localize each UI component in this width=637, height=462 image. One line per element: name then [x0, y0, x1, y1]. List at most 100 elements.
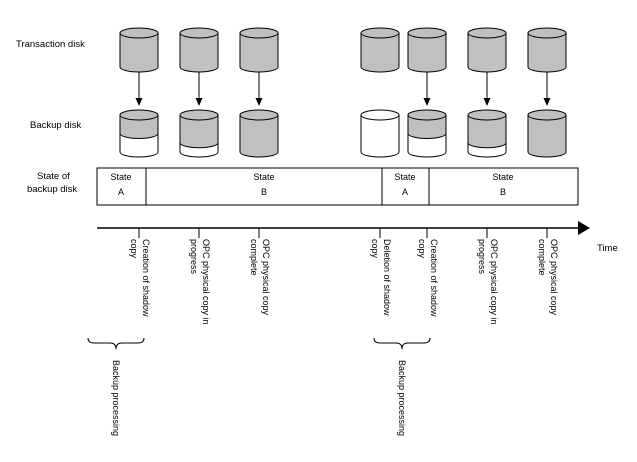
disk-fill [180, 33, 218, 72]
time-arrow-head [578, 221, 590, 235]
disk-outline [119, 33, 159, 73]
disk-top [119, 109, 159, 121]
disk-fill-line [467, 142, 507, 149]
copy-arrow-head [483, 98, 491, 106]
disk-outline [407, 33, 447, 73]
disk-top [467, 27, 507, 39]
transaction-disk [239, 27, 279, 73]
state-label-line2: backup disk [27, 184, 77, 195]
event-label-line1: OPC physical copy [549, 239, 559, 316]
disk-fill [120, 33, 158, 72]
event-label-line1: OPC physical copy in [201, 239, 211, 325]
disk-top [527, 27, 567, 39]
disk-outline [467, 33, 507, 73]
disk-outline [360, 115, 400, 158]
disk-fill [528, 33, 566, 72]
copy-arrow-head [255, 98, 263, 106]
brace-shape [87, 337, 145, 350]
event-label-line2: copy [129, 239, 139, 259]
disk-outline [239, 33, 279, 73]
brace-shape [373, 337, 431, 350]
event-label-line1: OPC physical copy [261, 239, 271, 316]
backup-disk-label: Backup disk [30, 120, 81, 131]
disk-outline [527, 33, 567, 73]
copy-arrow-head [423, 98, 431, 106]
copy-arrow-head [543, 98, 551, 106]
disk-top [467, 109, 507, 121]
disk-top [179, 109, 219, 121]
disk-outline [179, 33, 219, 73]
state-bar-frame [96, 167, 579, 206]
disk-top [239, 27, 279, 39]
state-label-line1: State of [37, 171, 70, 182]
event-label-line1: Deletion of shadow [382, 239, 392, 316]
disk-fill [408, 115, 446, 139]
transaction-disk [467, 27, 507, 73]
disk-fill-line [407, 133, 447, 139]
disk-body [361, 115, 399, 157]
disk-fill-line [179, 142, 219, 149]
transaction-disk-label: Transaction disk [16, 39, 85, 50]
brace-2: Backup processing [373, 337, 431, 436]
disk-top [360, 109, 400, 121]
brace-label: Backup processing [111, 360, 121, 436]
disk-outline [239, 115, 279, 158]
backup-disk [407, 109, 447, 158]
disk-outline [407, 115, 447, 158]
disk-top [360, 27, 400, 39]
disk-top [239, 109, 279, 121]
transaction-disk [179, 27, 219, 73]
state-bar: State A State B State A State B [96, 167, 579, 206]
backup-disk [360, 109, 400, 158]
brace-1: Backup processing [87, 337, 145, 436]
disk-top [407, 109, 447, 121]
transaction-disk [527, 27, 567, 73]
state-letter: B [500, 187, 506, 197]
disk-top [407, 27, 447, 39]
disk-outline [360, 33, 400, 73]
backup-disk [239, 109, 279, 158]
event-label-line2: copy [417, 239, 427, 259]
event-label-line2: complete [249, 239, 259, 276]
event-label-line1: Creation of shadow [141, 239, 151, 317]
event-label-line2: progress [477, 239, 487, 275]
state-letter: A [402, 187, 408, 197]
copy-arrow-head [195, 98, 203, 106]
disk-fill [180, 115, 218, 148]
event-label-line1: OPC physical copy in [489, 239, 499, 325]
state-word: State [492, 172, 513, 182]
state-word: State [394, 172, 415, 182]
transaction-disk [119, 27, 159, 73]
event-label-line2: complete [537, 239, 547, 276]
state-word: State [253, 172, 274, 182]
disk-fill [408, 33, 446, 72]
backup-disk [527, 109, 567, 158]
disk-top [527, 109, 567, 121]
backup-disk [119, 109, 159, 158]
time-label: Time [597, 243, 618, 254]
event-label-line1: Creation of shadow [429, 239, 439, 317]
state-letter: A [118, 187, 124, 197]
transaction-disk [407, 27, 447, 73]
disks-group [119, 27, 567, 158]
disk-fill [468, 33, 506, 72]
brace-label: Backup processing [397, 360, 407, 436]
disk-fill [528, 115, 566, 157]
disk-fill [240, 115, 278, 157]
disk-outline [179, 115, 219, 158]
disk-top [119, 27, 159, 39]
disk-outline [119, 115, 159, 158]
disk-outline [527, 115, 567, 158]
disk-fill-line [119, 133, 159, 139]
backup-disk [467, 109, 507, 158]
disk-outline [467, 115, 507, 158]
transaction-disk [360, 27, 400, 73]
disk-fill [120, 115, 158, 139]
state-word: State [110, 172, 131, 182]
event-label-line2: progress [189, 239, 199, 275]
backup-disk [179, 109, 219, 158]
disk-fill [468, 115, 506, 148]
